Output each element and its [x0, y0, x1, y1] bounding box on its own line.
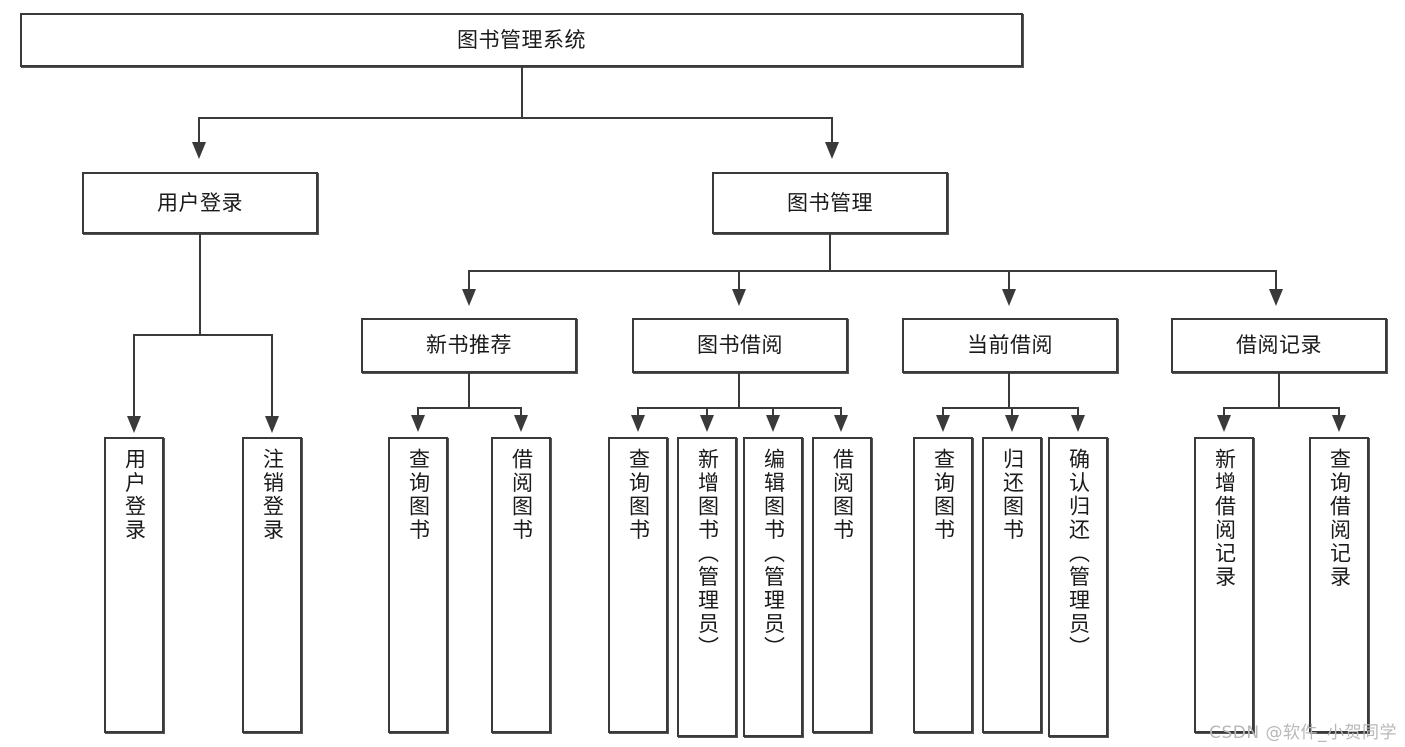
leaf-user-login[interactable]: 用户登录 — [104, 437, 164, 733]
arrow-to-nbr-leaf-2 — [514, 415, 528, 432]
leaf-cb-confirm-return-admin[interactable]: 确认归还（管理员） — [1048, 437, 1108, 737]
node-new-book-recommend[interactable]: 新书推荐 — [361, 318, 577, 373]
connector-cb-stem — [1008, 373, 1010, 407]
leaf-bb-edit-book-admin[interactable]: 编辑图书（管理员） — [743, 437, 803, 737]
connector-root-right-drop — [831, 117, 833, 144]
leaf-nbr-query-book[interactable]: 查询图书 — [388, 437, 448, 733]
arrow-to-cb-leaf-2 — [1005, 415, 1019, 432]
arrow-to-current-borrow — [1002, 289, 1016, 306]
arrow-to-bb-leaf-1 — [631, 415, 645, 432]
connector-bb-drop-1 — [637, 407, 639, 417]
connector-root-left-drop — [198, 117, 200, 144]
arrow-to-nbr-leaf-1 — [411, 415, 425, 432]
connector-cb-drop-3 — [1077, 407, 1079, 417]
node-label: 新增图书（管理员） — [695, 448, 720, 660]
node-label: 新增借阅记录 — [1212, 448, 1237, 589]
arrow-to-leaf-user-login — [127, 416, 141, 433]
leaf-br-add-record[interactable]: 新增借阅记录 — [1194, 437, 1254, 733]
arrow-to-cb-leaf-3 — [1071, 415, 1085, 432]
arrow-to-book-borrow — [732, 289, 746, 306]
arrow-to-new-book-recommend — [462, 289, 476, 306]
leaf-bb-add-book-admin[interactable]: 新增图书（管理员） — [677, 437, 737, 737]
connector-bb-drop-4 — [840, 407, 842, 417]
connector-br-stem — [1278, 373, 1280, 407]
connector-br-bar — [1223, 407, 1340, 409]
connector-bb-bar — [637, 407, 842, 409]
connector-nbr-stem — [468, 373, 470, 407]
connector-root-bar — [198, 117, 833, 119]
node-label: 图书管理系统 — [457, 27, 586, 52]
node-current-borrow[interactable]: 当前借阅 — [902, 318, 1118, 373]
arrow-to-bb-leaf-4 — [834, 415, 848, 432]
connector-book-management-stem — [829, 234, 831, 270]
connector-root-stem — [521, 67, 523, 117]
node-label: 确认归还（管理员） — [1066, 448, 1091, 660]
arrow-to-book-management — [825, 142, 839, 159]
node-label: 图书借阅 — [697, 333, 783, 358]
node-label: 查询图书 — [626, 448, 651, 542]
connector-br-drop-1 — [1223, 407, 1225, 417]
leaf-bb-query-book[interactable]: 查询图书 — [608, 437, 668, 733]
arrow-to-bb-leaf-3 — [766, 415, 780, 432]
node-user-login[interactable]: 用户登录 — [82, 172, 318, 234]
arrow-to-leaf-logout — [265, 416, 279, 433]
leaf-br-query-record[interactable]: 查询借阅记录 — [1309, 437, 1369, 733]
connector-user-login-bar — [133, 334, 273, 336]
watermark: CSDN @软件_小贺同学 — [1209, 723, 1397, 743]
connector-user-login-drop-1 — [133, 334, 135, 418]
node-book-management[interactable]: 图书管理 — [712, 172, 948, 234]
leaf-nbr-borrow-book[interactable]: 借阅图书 — [491, 437, 551, 733]
node-label: 借阅记录 — [1236, 333, 1322, 358]
connector-nbr-drop-1 — [417, 407, 419, 417]
node-label: 查询图书 — [931, 448, 956, 542]
arrow-to-bb-leaf-2 — [700, 415, 714, 432]
connector-bb-drop-3 — [772, 407, 774, 417]
connector-cb-drop-2 — [1011, 407, 1013, 417]
node-label: 借阅图书 — [509, 448, 534, 542]
connector-nbr-bar — [417, 407, 522, 409]
connector-bm-drop-4 — [1275, 270, 1277, 291]
connector-br-drop-2 — [1338, 407, 1340, 417]
leaf-logout[interactable]: 注销登录 — [242, 437, 302, 733]
arrow-to-user-login — [192, 142, 206, 159]
node-book-borrow[interactable]: 图书借阅 — [632, 318, 848, 373]
connector-bm-drop-3 — [1008, 270, 1010, 291]
connector-cb-bar — [942, 407, 1079, 409]
node-label: 借阅图书 — [830, 448, 855, 542]
node-label: 编辑图书（管理员） — [761, 448, 786, 660]
connector-book-management-bar — [468, 270, 1277, 272]
connector-cb-drop-1 — [942, 407, 944, 417]
arrow-to-borrow-record — [1269, 289, 1283, 306]
leaf-bb-borrow-book[interactable]: 借阅图书 — [812, 437, 872, 733]
arrow-to-br-leaf-2 — [1332, 415, 1346, 432]
node-label: 用户登录 — [157, 190, 243, 215]
connector-user-login-stem — [199, 234, 201, 334]
connector-bb-drop-2 — [706, 407, 708, 417]
node-label: 新书推荐 — [426, 333, 512, 358]
connector-nbr-drop-2 — [520, 407, 522, 417]
leaf-cb-return-book[interactable]: 归还图书 — [982, 437, 1042, 733]
node-root-book-management-system[interactable]: 图书管理系统 — [20, 13, 1023, 67]
node-label: 查询图书 — [406, 448, 431, 542]
arrow-to-br-leaf-1 — [1217, 415, 1231, 432]
connector-user-login-drop-2 — [271, 334, 273, 418]
leaf-cb-query-book[interactable]: 查询图书 — [913, 437, 973, 733]
connector-bm-drop-1 — [468, 270, 470, 291]
connector-bm-drop-2 — [738, 270, 740, 291]
node-label: 注销登录 — [260, 448, 285, 542]
node-label: 当前借阅 — [967, 333, 1053, 358]
arrow-to-cb-leaf-1 — [936, 415, 950, 432]
node-label: 图书管理 — [787, 190, 873, 215]
node-label: 用户登录 — [122, 448, 147, 542]
node-label: 查询借阅记录 — [1327, 448, 1352, 589]
connector-bb-stem — [738, 373, 740, 407]
node-label: 归还图书 — [1000, 448, 1025, 542]
node-borrow-record[interactable]: 借阅记录 — [1171, 318, 1387, 373]
